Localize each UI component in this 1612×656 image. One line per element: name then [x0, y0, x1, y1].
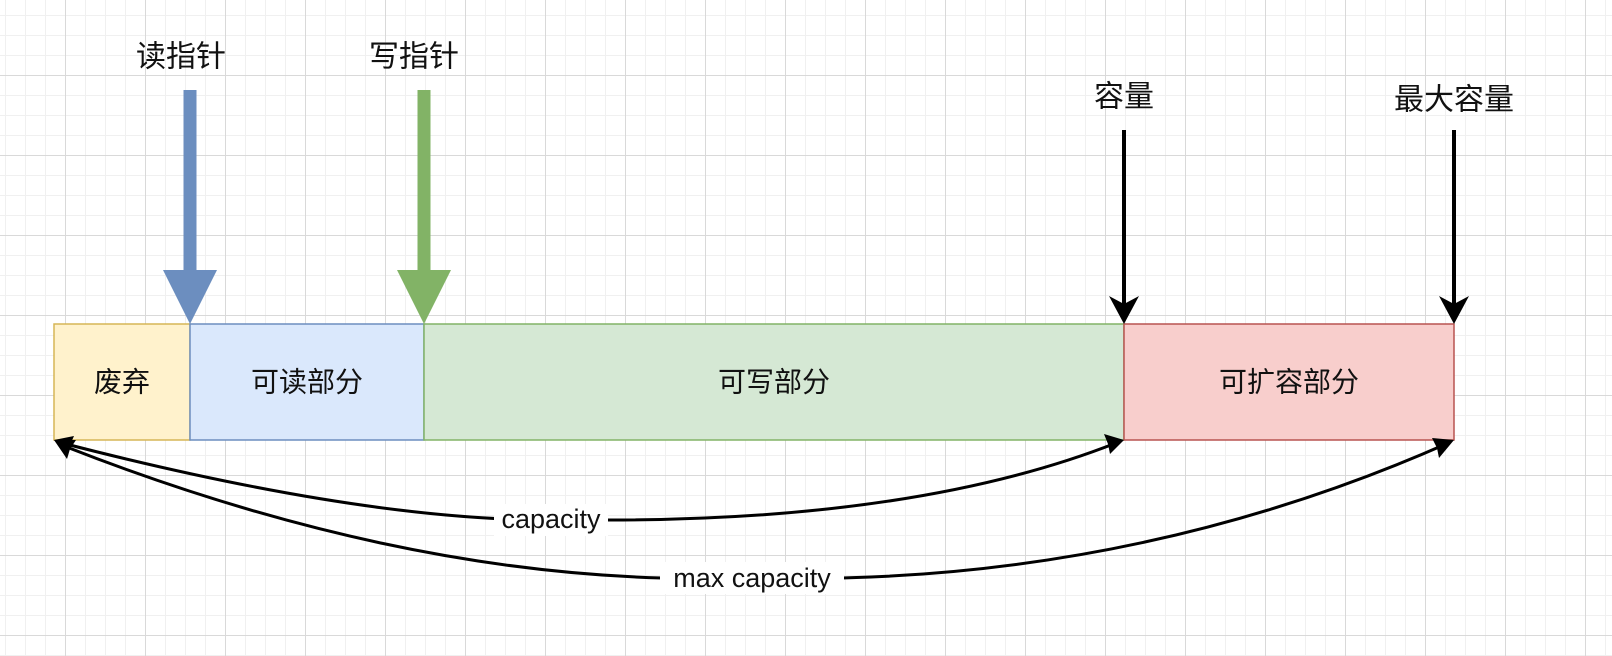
max-capacity-span-curve[interactable] [63, 442, 1447, 580]
read-pointer-arrowhead-icon[interactable] [163, 270, 217, 324]
max-capacity-span-end-arrow-icon [1432, 438, 1454, 458]
write-pointer-arrowhead-icon[interactable] [397, 270, 451, 324]
capacity-pointer-label: 容量 [1094, 80, 1154, 115]
read-pointer: 读指针 [136, 40, 226, 324]
max-capacity-span-start-arrow-icon [54, 440, 76, 459]
segment-readable-box[interactable] [189, 323, 425, 441]
capacity-pointer-arrowhead-icon[interactable] [1109, 296, 1139, 324]
capacity-span: capacity [54, 434, 1124, 536]
max-capacity-span-label: max capacity [673, 563, 831, 593]
read-pointer-shaft[interactable] [183, 90, 197, 270]
write-pointer-shaft[interactable] [417, 90, 431, 270]
buffer-bar: 废弃 可读部分 可写部分 可扩容部分 [53, 323, 1455, 441]
max-capacity-pointer: 最大容量 [1394, 83, 1514, 324]
max-capacity-span-label-bg [660, 562, 844, 594]
write-pointer-label: 写指针 [369, 40, 459, 75]
segment-expandable-label: 可扩容部分 [1219, 366, 1359, 399]
capacity-pointer: 容量 [1094, 80, 1154, 324]
segment-writable-label: 可写部分 [718, 366, 830, 399]
segment-discarded-label: 废弃 [94, 366, 150, 399]
segment-discarded-box[interactable] [53, 323, 191, 441]
segment-expandable-box[interactable] [1123, 323, 1455, 441]
max-capacity-pointer-arrowhead-icon[interactable] [1439, 296, 1469, 324]
capacity-span-end-arrow-icon [1104, 434, 1124, 454]
capacity-span-label-bg [494, 504, 608, 536]
write-pointer: 写指针 [369, 40, 459, 324]
read-pointer-label: 读指针 [136, 40, 226, 75]
max-capacity-pointer-label: 最大容量 [1394, 83, 1514, 118]
segment-writable-box[interactable] [423, 323, 1125, 441]
max-capacity-span: max capacity [54, 438, 1454, 594]
capacity-span-label: capacity [501, 504, 601, 534]
segment-readable-label: 可读部分 [251, 366, 363, 399]
